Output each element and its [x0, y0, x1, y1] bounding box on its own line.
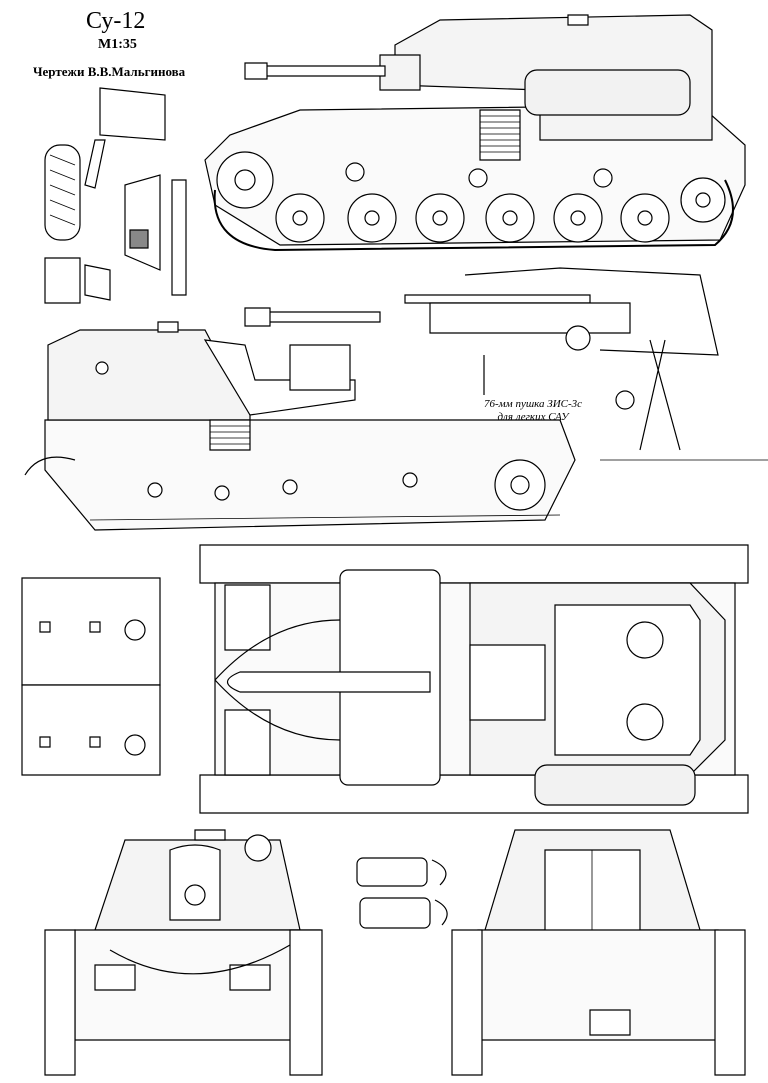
front-view: [45, 830, 322, 1075]
top-view-breech: [470, 645, 545, 720]
track-pin: [435, 900, 447, 925]
drawing-author: Чертежи В.В.Мальгинова: [33, 64, 186, 79]
left-view-suspension-line: [90, 515, 560, 520]
left-view-sprocket: [495, 460, 545, 510]
top-view-left-track: [200, 545, 748, 583]
left-side-view: [25, 308, 575, 530]
drawing-scale: М1:35: [98, 37, 137, 52]
detail-arm: [85, 140, 105, 188]
front-view-hatch-plate: [95, 965, 135, 990]
left-view-fender: [25, 457, 75, 475]
rear-view-plate: [590, 1010, 630, 1035]
left-view-louvres: [210, 420, 250, 450]
top-view: [200, 545, 748, 813]
gun-detail-wheel: [566, 326, 590, 350]
right-side-view: [205, 15, 745, 250]
side-view-road-wheels: [217, 152, 725, 242]
track-pin: [432, 860, 446, 885]
rear-view-right-track: [715, 930, 745, 1075]
left-view-gun-shield: [205, 340, 355, 415]
return-roller: [594, 169, 612, 187]
gun-detail-handwheel: [616, 391, 634, 409]
gun-detail-barrel: [405, 295, 590, 303]
detail-mount: [85, 265, 110, 300]
top-view-rear-plate: [225, 585, 270, 650]
side-view-louvres: [480, 110, 520, 160]
detail-hatched-block: [130, 230, 148, 248]
front-view-sight: [245, 835, 271, 861]
gun-detail-shield-outline: [465, 268, 718, 355]
deck-plates-view: [22, 578, 160, 775]
detail-spare-wheel: [45, 145, 80, 240]
detail-wheel-side: [45, 258, 80, 303]
left-view-gun-barrel: [255, 312, 380, 322]
detail-drawings: [45, 88, 186, 303]
detail-hub-section: [125, 175, 160, 270]
gun-detail-cradle: [430, 303, 630, 333]
deck-plate: [22, 685, 160, 775]
front-view-mantlet: [170, 845, 220, 920]
left-view-hatch: [158, 322, 178, 332]
track-link: [357, 858, 427, 886]
side-view-stowage-roll: [525, 70, 690, 115]
detail-support: [172, 180, 186, 295]
side-view-gun-mantlet: [380, 55, 420, 90]
top-view-stowage-roll: [535, 765, 695, 805]
rear-view: [452, 830, 745, 1075]
track-links: [357, 858, 447, 928]
left-view-hull: [45, 420, 575, 530]
top-view-cable: [215, 620, 340, 740]
gun-detail-support-strut: [640, 340, 680, 450]
track-link: [360, 898, 430, 928]
rear-view-left-track: [452, 930, 482, 1075]
front-view-gun-muzzle: [185, 885, 205, 905]
top-view-hatch: [627, 704, 663, 740]
front-view-left-track: [45, 930, 75, 1075]
detail-wheel-tread: [50, 155, 75, 225]
gun-caption-line1: 76-мм пушка ЗИС-3с: [484, 398, 583, 410]
top-view-rear-plate: [225, 710, 270, 775]
left-view-muzzle-brake: [245, 308, 270, 326]
side-view-muzzle-brake: [245, 63, 267, 79]
left-view-mantlet: [290, 345, 350, 390]
front-view-hatch: [195, 830, 225, 840]
side-view-louvre-lines: [480, 116, 520, 152]
side-view-hatch: [568, 15, 588, 25]
front-view-right-track: [290, 930, 322, 1075]
side-view-track: [215, 180, 733, 250]
top-view-gun-barrel: [228, 672, 431, 692]
front-view-cable: [110, 945, 290, 974]
top-view-hatch: [627, 622, 663, 658]
return-roller: [346, 163, 364, 181]
top-view-inner-roof: [555, 605, 700, 755]
gun-detail: [405, 268, 768, 460]
front-view-hatch-plate: [230, 965, 270, 990]
left-view-bolts: [96, 362, 417, 500]
detail-bracket-plate: [100, 88, 165, 140]
drawing-title: Су-12: [86, 8, 146, 34]
side-view-gun-barrel: [255, 66, 385, 76]
return-roller: [469, 169, 487, 187]
